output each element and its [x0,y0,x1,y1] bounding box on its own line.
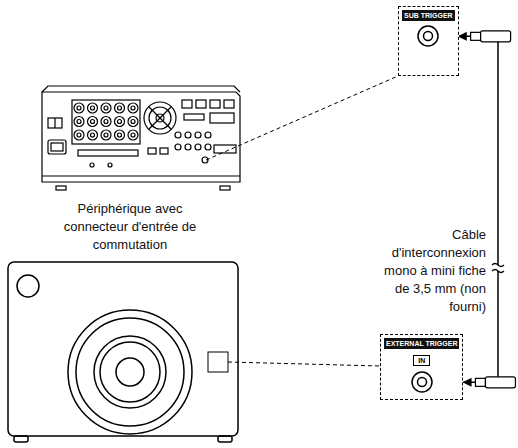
jack-label: EXTERNAL TRIGGER [384,338,459,349]
plug-body [485,377,515,388]
plug-body [481,31,511,42]
receiver-rear-panel [42,86,240,190]
device-label: Périphérique avec connecteur d'entrée de… [52,200,208,254]
plug-collar [471,32,481,40]
plug-collar [475,378,485,386]
jack-sublabel: IN [413,355,430,366]
leader-line [206,76,398,160]
subwoofer [8,262,238,442]
leader-line [228,362,380,366]
jack-symbol [410,370,434,394]
jack-label: SUB TRIGGER [402,10,455,21]
connector-callout: EXTERNAL TRIGGER IN [380,334,463,400]
cable-break [492,264,504,267]
interconnect-cable [459,36,498,382]
cable-label: Câble d'interconnexion mono à mini fiche… [370,226,486,316]
connector-callout: SUB TRIGGER [398,6,459,76]
jack-symbol [416,24,440,48]
cable-break [492,270,504,273]
